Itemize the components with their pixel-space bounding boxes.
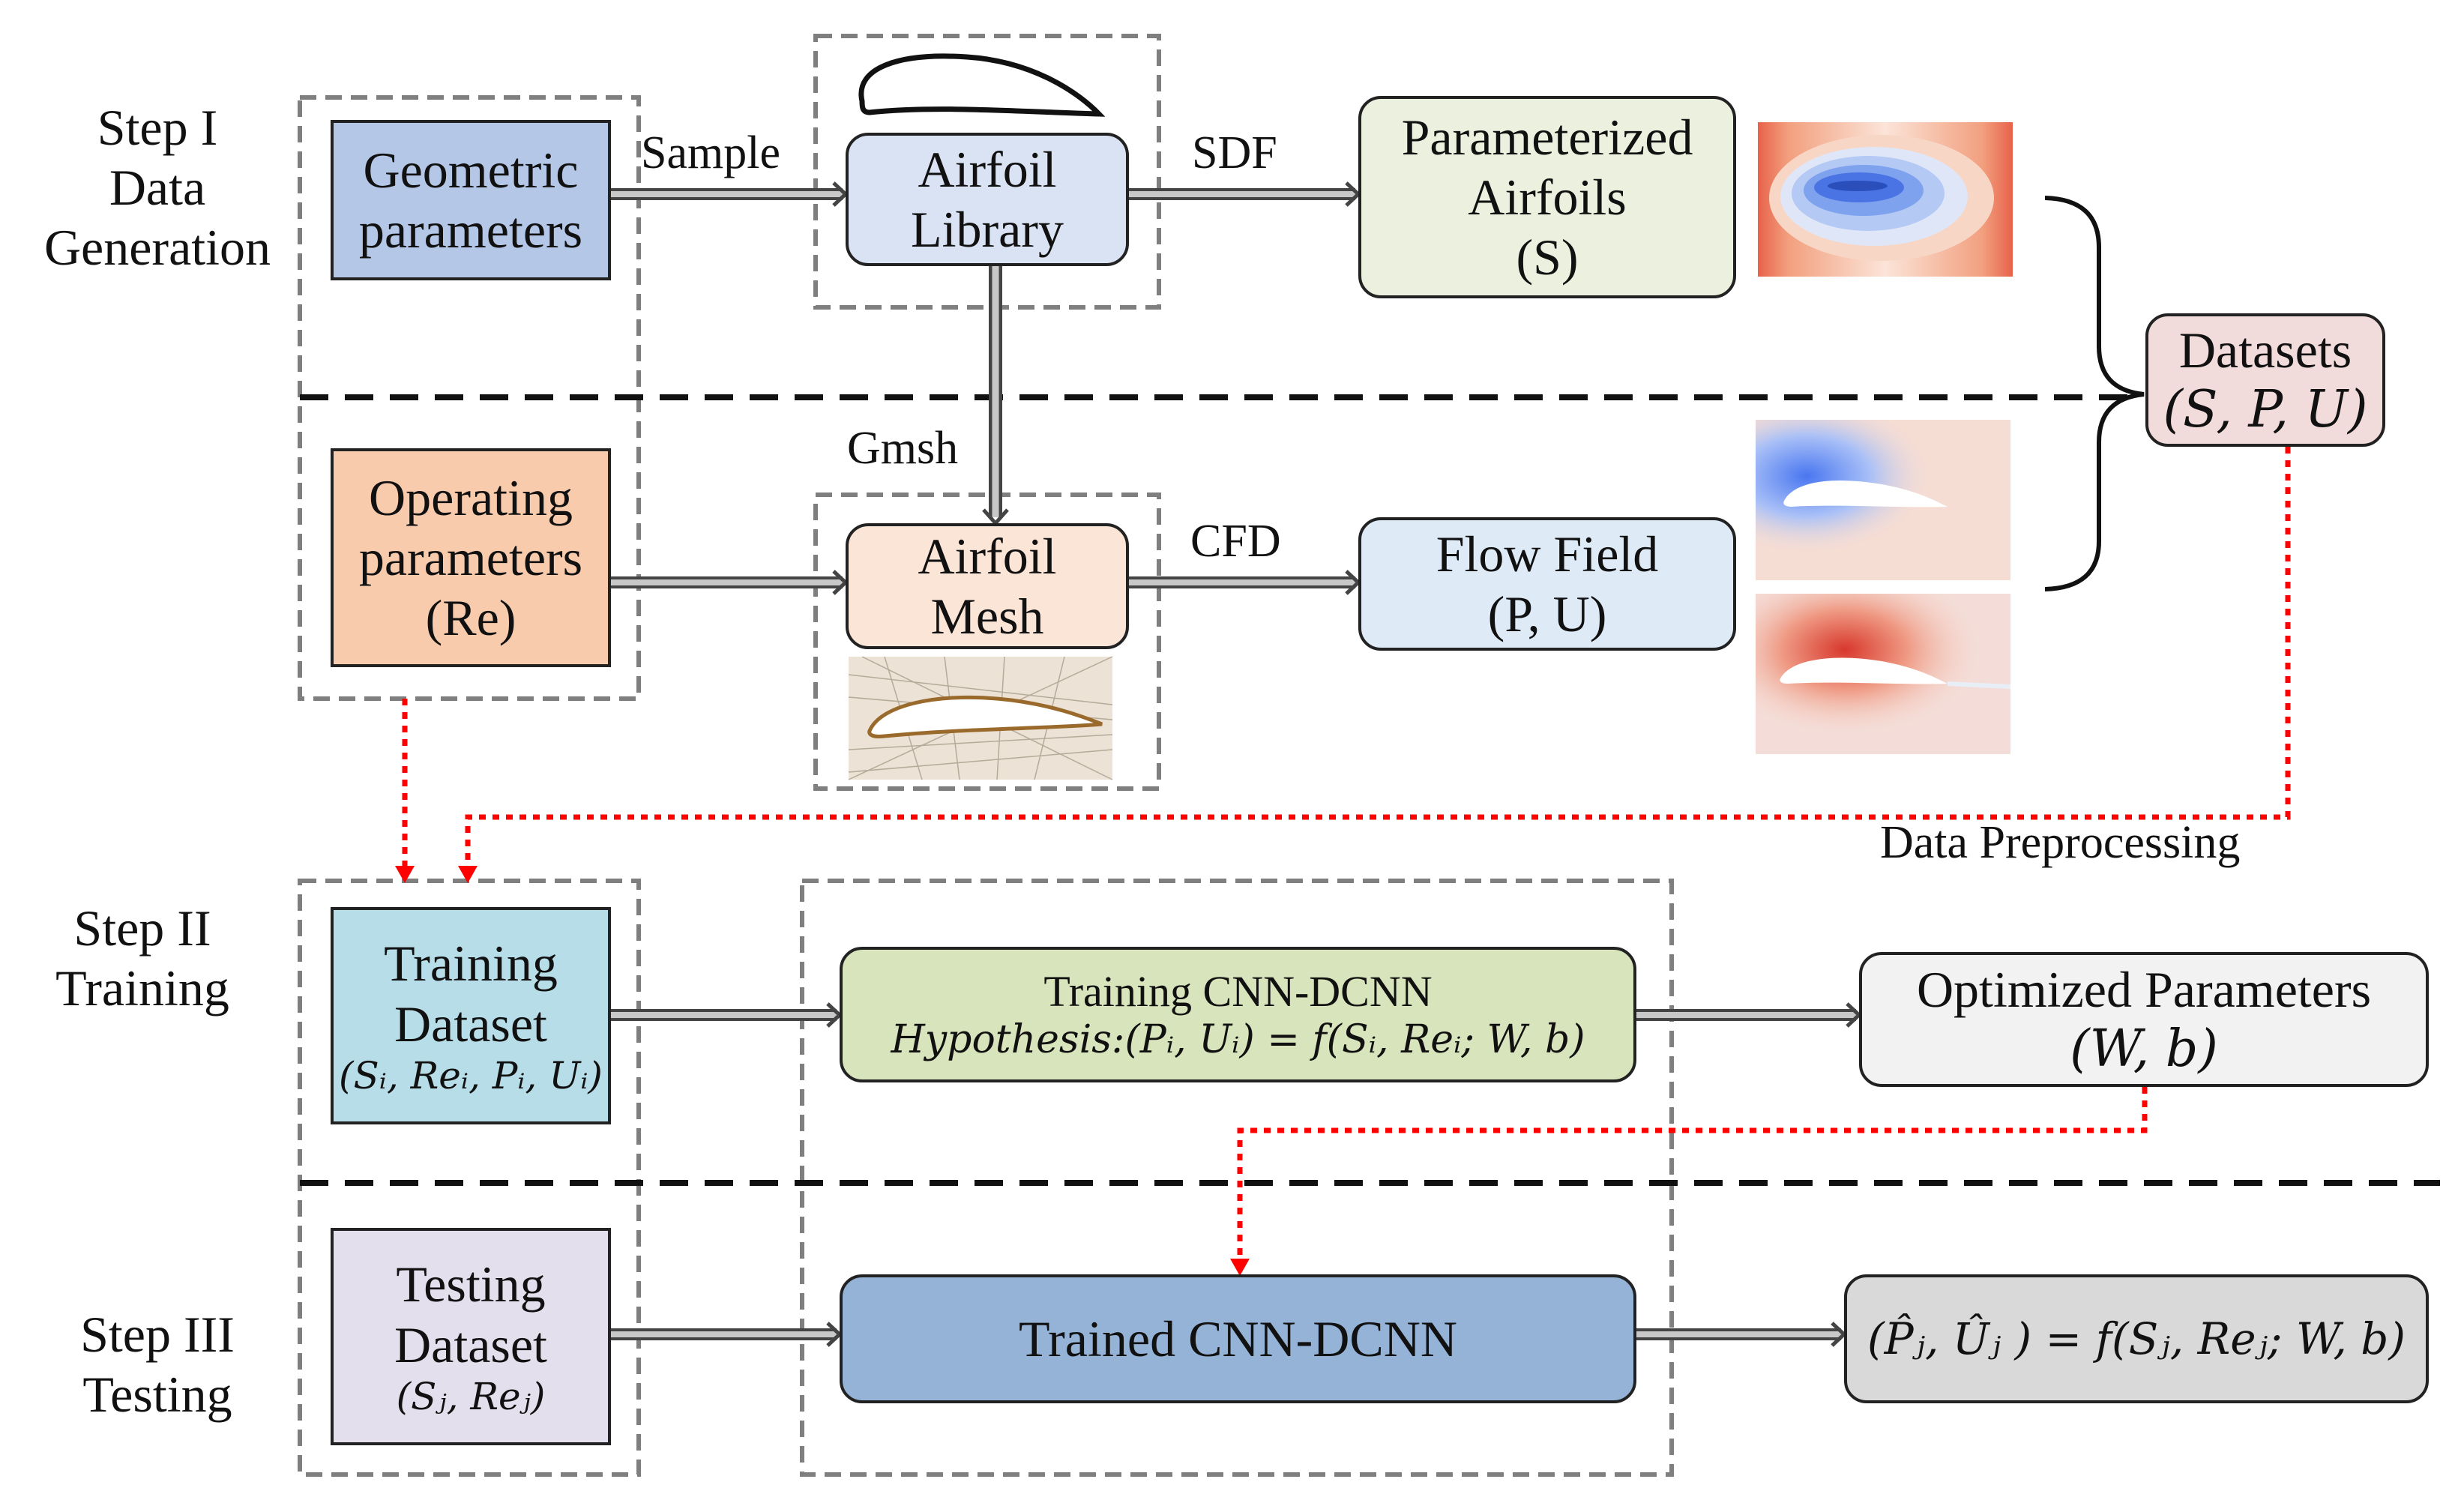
airfoil-library-line1: Airfoil	[918, 140, 1057, 198]
flow-field-line2: (P, U)	[1487, 585, 1607, 642]
node-flow-field: Flow Field (P, U)	[1358, 517, 1736, 651]
group-box-airfoil-mesh	[813, 493, 1161, 791]
testing-dataset-line2: Dataset	[394, 1316, 547, 1373]
airfoil-library-line2: Library	[911, 201, 1064, 258]
node-airfoil-library: Airfoil Library	[846, 133, 1129, 266]
group-box-cnn	[800, 879, 1674, 1477]
edge-label-sdf: SDF	[1192, 127, 1277, 178]
step2-label: Step II Training	[34, 898, 251, 1018]
node-airfoil-mesh: Airfoil Mesh	[846, 523, 1129, 649]
parameterized-line1: Parameterized	[1401, 108, 1693, 166]
node-training-dataset: Training Dataset (Sᵢ, Reᵢ, Pᵢ, Uᵢ)	[331, 907, 611, 1124]
training-dataset-line1: Training	[384, 935, 558, 993]
node-training-cnn-dcnn: Training CNN-DCNN Hypothesis:(Pᵢ, Uᵢ) = …	[840, 947, 1636, 1082]
operating-line3: (Re)	[425, 589, 516, 647]
arrow-sdf	[1129, 181, 1361, 207]
airfoil-mesh-line1: Airfoil	[918, 527, 1057, 585]
airfoil-mesh-line2: Mesh	[930, 588, 1044, 645]
optimized-line1: Optimized Parameters	[1916, 960, 2372, 1018]
arrow-cfd	[1129, 570, 1361, 595]
step3-label: Step III Testing	[52, 1304, 262, 1424]
datasets-line2: (S, P, U)	[2163, 380, 2368, 439]
optimized-line2: (W, b)	[2070, 1019, 2218, 1079]
datasets-brace	[2044, 196, 2145, 591]
datasets-line1: Datasets	[2178, 321, 2352, 379]
training-cnn-line1: Training CNN-DCNN	[1043, 966, 1433, 1016]
step3-line2: Testing	[82, 1366, 232, 1424]
training-dataset-line3: (Sᵢ, Reᵢ, Pᵢ, Uᵢ)	[339, 1053, 603, 1097]
edge-label-sample: Sample	[641, 127, 780, 178]
testing-dataset-line3: (Sⱼ, Reⱼ)	[396, 1374, 546, 1418]
step1-line2: Data	[109, 159, 206, 217]
arrow-sample	[611, 181, 849, 207]
red-arrowheads	[395, 866, 1250, 1276]
trained-cnn-label: Trained CNN-DCNN	[1019, 1310, 1457, 1367]
arrow-to-output	[1636, 1322, 1847, 1347]
node-optimized-parameters: Optimized Parameters (W, b)	[1859, 952, 2429, 1087]
step2-title: Step II	[73, 900, 211, 957]
operating-line2: parameters	[358, 528, 583, 586]
dotted-arrow-optimized-to-trained	[1237, 1087, 2148, 1262]
mesh-image	[848, 656, 1113, 780]
node-trained-cnn-dcnn: Trained CNN-DCNN	[840, 1274, 1636, 1403]
arrow-operating-to-mesh	[611, 570, 849, 595]
operating-line1: Operating	[369, 469, 573, 526]
node-parameterized-airfoils: Parameterized Airfoils (S)	[1358, 96, 1736, 298]
flow-field-image-velocity	[1756, 594, 2011, 754]
edge-label-cfd: CFD	[1190, 516, 1281, 567]
parameterized-line2: Airfoils	[1468, 168, 1627, 226]
node-geometric-parameters: Geometric parameters	[331, 120, 611, 280]
node-output-prediction: (P̂ⱼ, Ûⱼ ) = f(Sⱼ, Reⱼ; W, b)	[1844, 1274, 2429, 1403]
step1-line3: Generation	[43, 219, 271, 277]
step1-label: Step I Data Generation	[34, 97, 281, 278]
flow-arrows	[611, 181, 1862, 1347]
arrow-to-trained-cnn	[611, 1322, 843, 1347]
step-separators	[300, 394, 2440, 1186]
group-box-training-dataset	[298, 879, 641, 1477]
parameterized-line3: (S)	[1516, 229, 1579, 286]
testing-dataset-line1: Testing	[396, 1256, 546, 1313]
airfoil-outline-drawing	[858, 53, 1106, 117]
sdf-field-image	[1758, 122, 2013, 277]
node-testing-dataset: Testing Dataset (Sⱼ, Reⱼ)	[331, 1228, 611, 1445]
output-formula: (P̂ⱼ, Ûⱼ ) = f(Sⱼ, Reⱼ; W, b)	[1867, 1313, 2406, 1364]
training-cnn-hypothesis: Hypothesis:(Pᵢ, Uᵢ) = f(Sᵢ, Reᵢ; W, b)	[891, 1017, 1585, 1063]
flow-field-image-pressure	[1756, 420, 2010, 580]
dotted-arrow-preprocessing	[465, 447, 2291, 870]
edge-label-gmsh: Gmsh	[847, 423, 959, 474]
step2-line2: Training	[55, 960, 229, 1017]
node-datasets: Datasets (S, P, U)	[2145, 313, 2385, 447]
edge-label-data-preprocessing: Data Preprocessing	[1880, 817, 2241, 868]
training-dataset-line2: Dataset	[394, 995, 547, 1052]
arrow-to-training-cnn	[611, 1002, 843, 1028]
geometric-line1: Geometric	[363, 141, 579, 199]
step3-title: Step III	[80, 1306, 235, 1363]
node-operating-parameters: Operating parameters (Re)	[331, 448, 611, 667]
geometric-line2: parameters	[358, 202, 583, 259]
red-dotted-arrows	[402, 447, 2291, 1262]
flow-field-line1: Flow Field	[1436, 525, 1659, 582]
step1-title: Step I	[97, 99, 218, 156]
